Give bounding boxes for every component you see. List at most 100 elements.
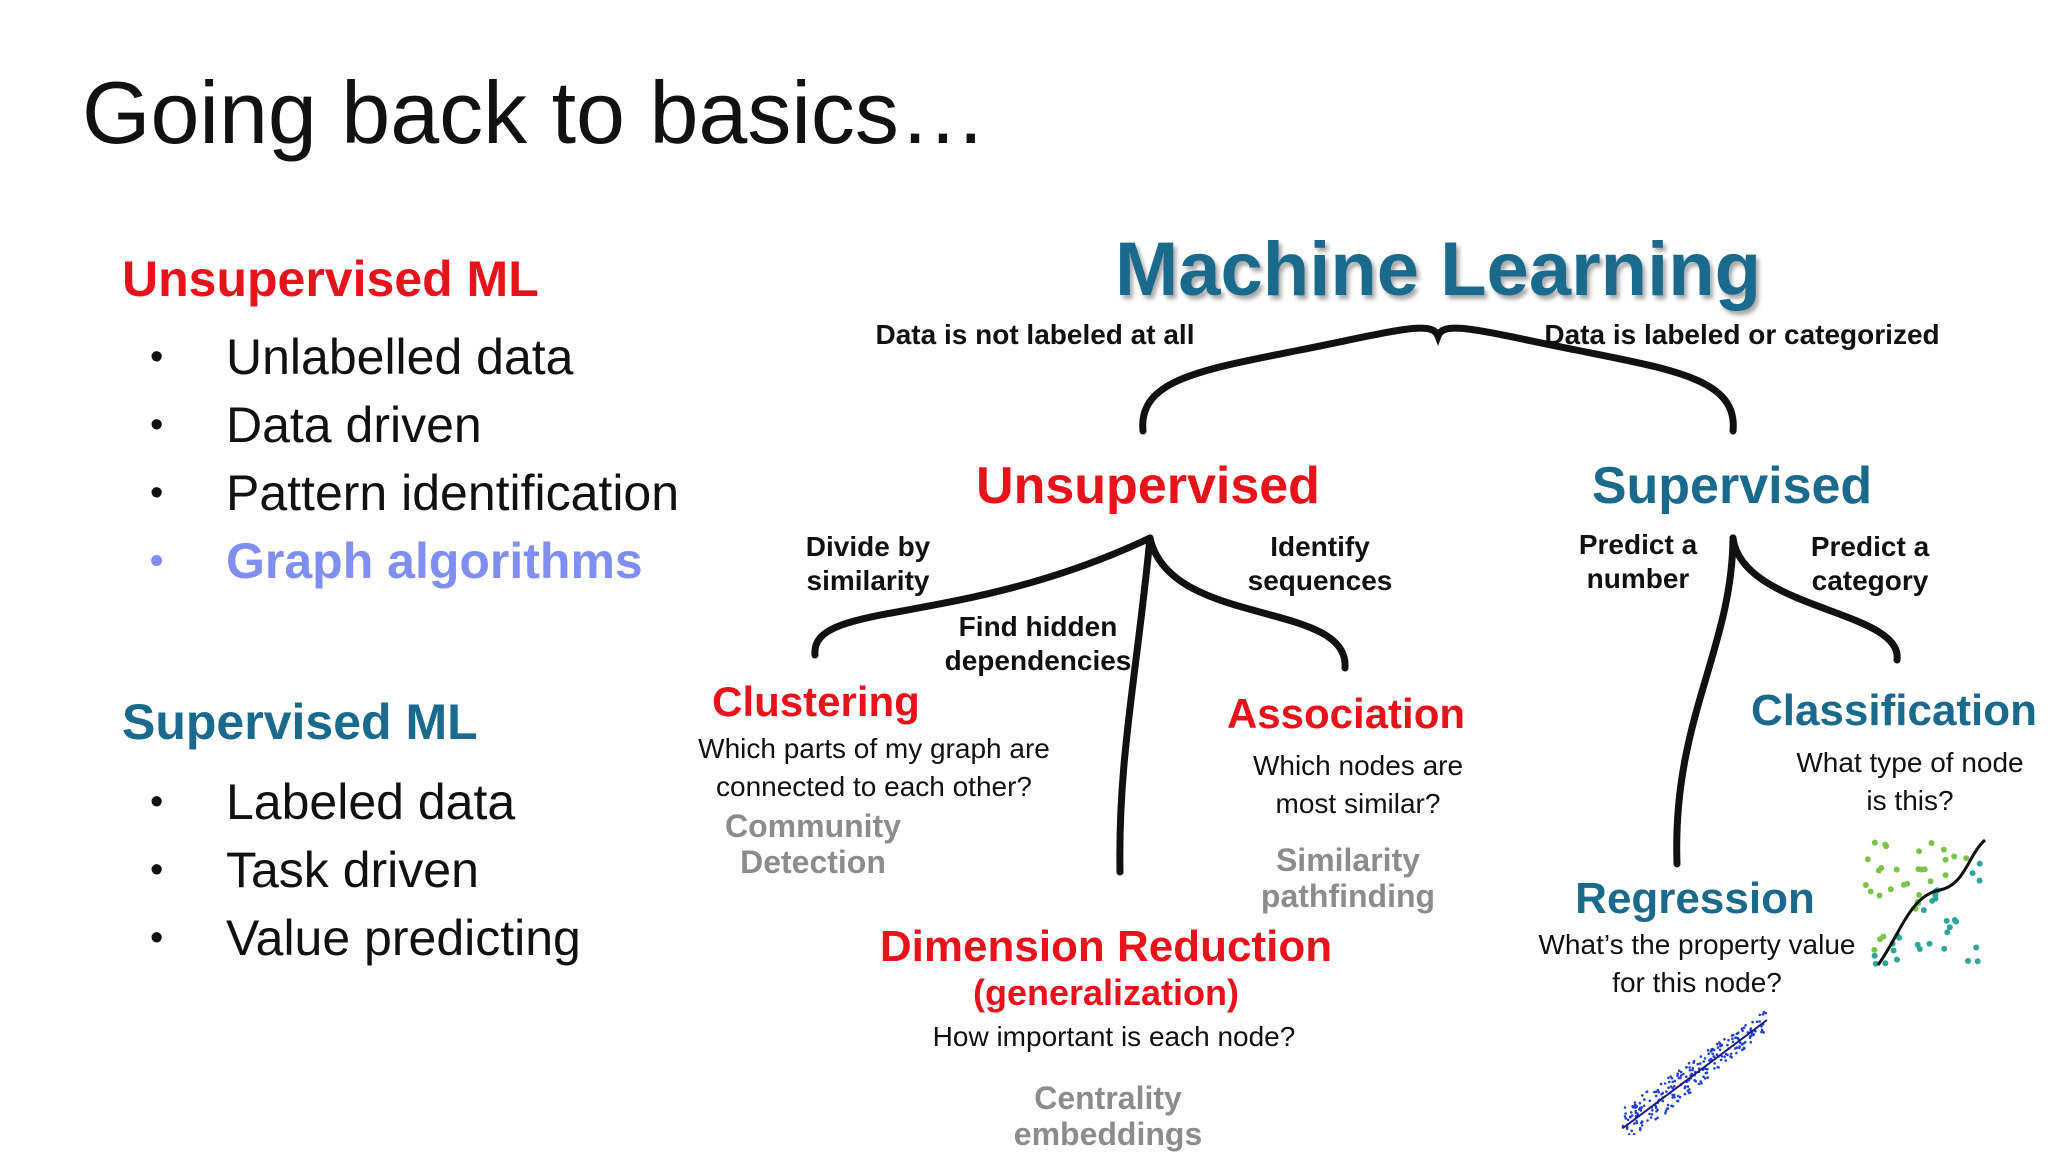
classification-connector [1729,534,1901,664]
classification-dot [1916,848,1922,855]
classification-dot [1877,936,1883,943]
regression-dot [1726,1043,1729,1047]
divide-by-similarity-note: Divide by similarity [805,531,931,596]
regression-dot [1744,1024,1747,1027]
regression-dot [1676,1094,1680,1098]
regression-dot [1639,1106,1642,1110]
regression-dot [1761,1013,1765,1016]
regression-dot [1739,1041,1742,1044]
regression-dot [1758,1020,1761,1023]
unsupervised-ml-heading: Unsupervised ML [122,251,539,307]
regression-dot [1645,1090,1649,1093]
classification-dot [1951,917,1958,923]
regression-dot [1671,1096,1674,1099]
regression-dot [1749,1027,1753,1030]
classification-dot [1946,924,1953,931]
regression-dot [1635,1121,1639,1125]
regression-dot [1702,1075,1705,1078]
regression-dot [1696,1062,1700,1066]
regression-dot [1741,1029,1744,1033]
regression-node: Regression [1575,874,1815,923]
regression-dot [1663,1082,1667,1085]
supervised-ml-bullets: •Labeled data •Task driven •Value predic… [150,768,581,972]
regression-dot [1707,1052,1711,1055]
bullet-item: •Task driven [150,842,479,898]
regression-dot [1703,1077,1707,1080]
regression-dot [1734,1047,1737,1050]
regression-dot [1713,1062,1716,1065]
bullet-item: •Value predicting [150,910,581,966]
predict-number-note: Predict a number [1578,529,1698,594]
classification-dot [1943,917,1950,924]
regression-dot [1699,1055,1703,1058]
regression-dot [1656,1116,1659,1120]
regression-connector [1673,534,1737,868]
regression-dot [1762,1010,1766,1014]
regression-dot [1734,1036,1738,1040]
regression-dot [1682,1072,1685,1076]
regression-dot [1704,1067,1707,1070]
regression-dot [1679,1070,1683,1074]
root-connector [1139,324,1737,435]
classification-scatter-icon [1862,838,1987,967]
regression-dot [1640,1124,1644,1127]
classification-dot [1878,865,1885,871]
classification-dot [1942,856,1949,863]
regression-dot [1676,1074,1679,1078]
regression-dot [1624,1117,1628,1120]
bullet-item-highlighted: •Graph algorithms [150,533,643,589]
regression-dot [1649,1116,1653,1119]
regression-dot [1638,1101,1642,1105]
regression-dot [1626,1118,1630,1122]
classification-dot [1887,886,1894,893]
regression-dot [1664,1111,1667,1115]
regression-dot [1706,1048,1710,1052]
regression-dot [1669,1085,1673,1088]
regression-dot [1673,1085,1676,1088]
regression-dot [1641,1094,1644,1097]
regression-dot [1713,1067,1716,1070]
regression-dot [1632,1133,1636,1135]
classification-dot [1976,860,1983,867]
regression-dot [1718,1041,1721,1044]
classification-dot [1965,958,1971,964]
regression-dot [1700,1082,1703,1085]
regression-dot [1624,1112,1627,1115]
regression-dot [1712,1048,1716,1052]
unlabeled-data-note: Data is not labeled at all [875,319,1195,350]
unsupervised-node: Unsupervised [976,457,1320,515]
classification-node: Classification [1750,686,2038,735]
regression-dot [1729,1055,1732,1058]
machine-learning-root: Machine Learning [1114,227,1762,312]
regression-dot [1688,1068,1692,1072]
predict-category-note: Predict a category [1810,531,1930,596]
regression-dot [1676,1072,1679,1075]
regression-dot [1742,1046,1746,1050]
classification-dot [1882,841,1889,848]
regression-dot [1688,1088,1691,1091]
regression-dot [1661,1091,1665,1095]
regression-dot [1651,1109,1654,1112]
regression-dot [1752,1033,1755,1037]
regression-dot [1742,1042,1745,1045]
regression-dot [1627,1133,1631,1135]
classification-dot [1867,888,1874,895]
regression-question: What’s the property value for this node? [1538,929,1856,998]
regression-dot [1685,1075,1688,1078]
regression-dot [1691,1068,1694,1072]
regression-dot [1625,1126,1629,1129]
regression-dot [1724,1059,1727,1062]
regression-dot [1670,1076,1674,1080]
regression-dot [1667,1086,1670,1089]
regression-dot [1671,1080,1674,1084]
regression-dot [1661,1099,1665,1103]
regression-dot [1762,1031,1765,1034]
classification-dot [1872,960,1879,967]
regression-dot [1667,1076,1670,1080]
regression-dot [1677,1069,1681,1073]
regression-dot [1643,1098,1646,1101]
regression-dot [1648,1099,1652,1103]
regression-dot [1704,1071,1708,1075]
regression-dot [1623,1115,1627,1118]
